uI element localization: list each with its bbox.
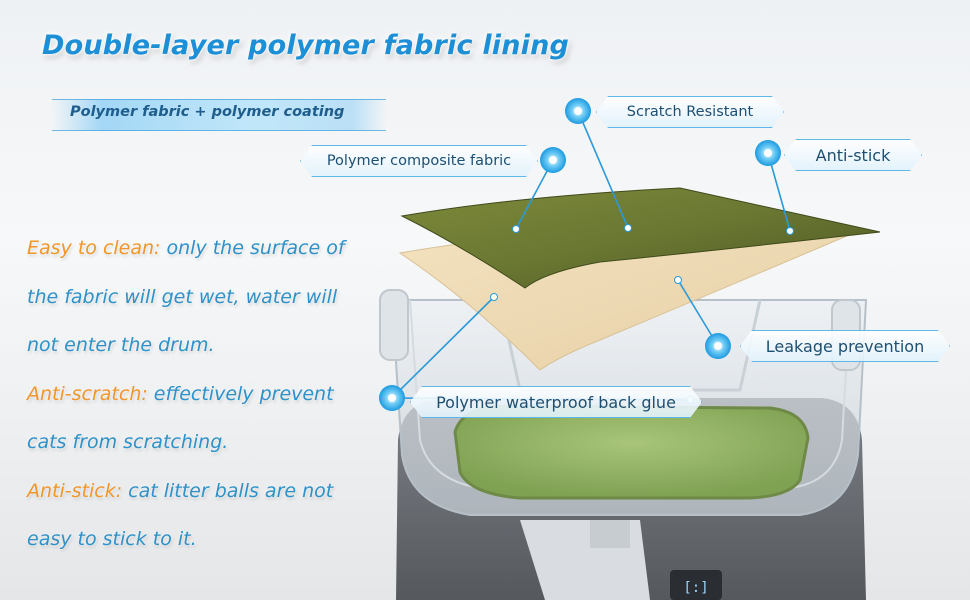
feature-text: cats from scratching. [27, 431, 229, 453]
callout-scratch-resistant: Scratch Resistant [596, 96, 784, 128]
feature-text: cat litter balls are not [122, 479, 334, 502]
page-title: Double-layer polymer fabric lining [42, 30, 570, 61]
feature-text: easy to stick to it. [27, 528, 197, 550]
digital-display-icon [670, 570, 722, 600]
feature-list: Easy to clean: only the surface of the f… [27, 230, 387, 570]
feature-text: only the surface of [160, 237, 345, 259]
feature-highlight: Anti-scratch: [27, 382, 148, 405]
feature-line: cats from scratching. [27, 424, 387, 473]
sparkle-hub-icon [755, 140, 781, 166]
feature-line: easy to stick to it. [27, 521, 387, 570]
svg-text:[:]: [:] [683, 580, 708, 596]
sparkle-hub-icon [540, 147, 566, 173]
sparkle-hub-icon [705, 333, 731, 359]
feature-text: not enter the drum. [27, 334, 215, 356]
callout-anti-stick: Anti-stick [784, 139, 922, 171]
sparkle-hub-icon [379, 385, 405, 411]
feature-line: Easy to clean: only the surface of [27, 230, 387, 279]
feature-text: effectively prevent [147, 382, 334, 405]
feature-text: the fabric will get wet, water will [27, 285, 338, 308]
feature-line: Anti-stick: cat litter balls are not [27, 473, 387, 522]
feature-highlight: Easy to clean: [27, 237, 161, 259]
feature-line: not enter the drum. [27, 327, 387, 376]
feature-highlight: Anti-stick: [27, 479, 123, 502]
feature-line: the fabric will get wet, water will [27, 279, 387, 328]
callout-composite-fabric: Polymer composite fabric [300, 145, 538, 177]
subtitle: Polymer fabric + polymer coating [70, 104, 345, 120]
subtitle-band [52, 99, 386, 131]
feature-line: Anti-scratch: effectively prevent [27, 376, 387, 425]
green-fabric-layer [400, 187, 881, 289]
callout-leakage-prevention: Leakage prevention [740, 330, 950, 362]
sparkle-hub-icon [565, 98, 591, 124]
callout-back-glue: Polymer waterproof back glue [410, 386, 702, 418]
green-liner [453, 404, 810, 500]
